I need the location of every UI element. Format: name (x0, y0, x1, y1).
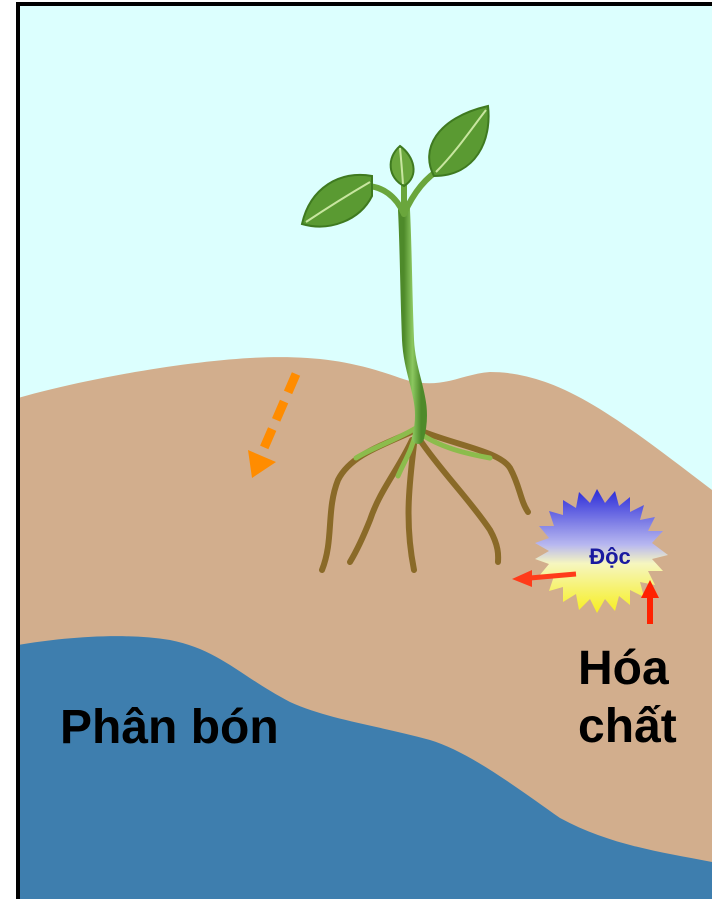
toxic-label: Độc (566, 544, 654, 570)
fertilizer-label: Phân bón (60, 700, 279, 756)
chemical-label: Hóa chất (578, 640, 708, 756)
